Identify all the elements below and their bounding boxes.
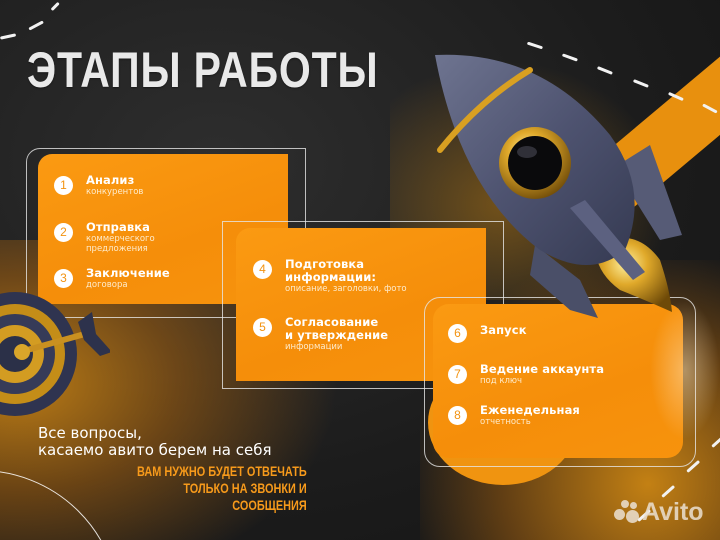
- step-title: Отправка: [86, 220, 151, 234]
- step-subtitle: отчетность: [480, 417, 531, 427]
- step-title: Ведение аккаунта: [480, 362, 605, 376]
- step-number-badge: 1: [54, 176, 73, 195]
- step-7: 7 Ведение аккаунта под ключ: [448, 363, 604, 386]
- step-2: 2 Отправка коммерческого предложения: [54, 221, 155, 254]
- step-title: Анализ: [86, 173, 135, 187]
- step-title: информации:: [285, 270, 377, 284]
- step-8: 8 Еженедельная отчетность: [448, 404, 580, 427]
- avito-logo: Avito: [614, 498, 704, 527]
- avito-wordmark: Avito: [642, 498, 704, 526]
- avito-dots-icon: [614, 499, 640, 526]
- footer-lead-line: касаемо авито берем на себя: [38, 441, 272, 459]
- step-number-badge: 3: [54, 269, 73, 288]
- rocket-smoke: [650, 300, 720, 440]
- step-3: 3 Заключение договора: [54, 267, 170, 290]
- step-number-badge: 4: [253, 260, 272, 279]
- footer-accent-line: ВАМ НУЖНО БУДЕТ ОТВЕЧАТЬ: [136, 463, 307, 479]
- card-3: 6 Запуск 7 Ведение аккаунта под ключ 8 Е…: [433, 304, 683, 458]
- rocket-icon: [435, 54, 682, 318]
- footer-accent: ВАМ НУЖНО БУДЕТ ОТВЕЧАТЬ ТОЛЬКО НА ЗВОНК…: [118, 463, 307, 514]
- step-number-badge: 7: [448, 365, 467, 384]
- step-number-badge: 5: [253, 318, 272, 337]
- step-title: Согласование: [285, 315, 379, 329]
- dartboard-target-icon: [0, 292, 110, 416]
- step-title: Подготовка: [285, 257, 365, 271]
- step-number-badge: 2: [54, 223, 73, 242]
- footer-lead: Все вопросы, касаемо авито берем на себя: [38, 425, 271, 459]
- step-subtitle: коммерческого: [86, 234, 155, 244]
- step-title: Запуск: [480, 323, 527, 337]
- page-title: ЭТАПЫ РАБОТЫ: [27, 42, 379, 98]
- step-subtitle: договора: [86, 280, 128, 290]
- step-subtitle: конкурентов: [86, 187, 144, 197]
- step-subtitle: информации: [285, 342, 343, 352]
- step-title: Заключение: [86, 266, 170, 280]
- footer-accent-line: ТОЛЬКО НА ЗВОНКИ И СООБЩЕНИЯ: [183, 480, 307, 513]
- step-subtitle: описание, заголовки, фото: [285, 284, 407, 294]
- step-number-badge: 8: [448, 406, 467, 425]
- step-4: 4 Подготовка информации: описание, загол…: [253, 258, 407, 294]
- step-number-badge: 6: [448, 324, 467, 343]
- step-5: 5 Согласование и утверждение информации: [253, 316, 388, 352]
- step-subtitle: предложения: [86, 244, 148, 254]
- footer-lead-line: Все вопросы,: [38, 424, 142, 442]
- step-title: и утверждение: [285, 328, 389, 342]
- step-subtitle: под ключ: [480, 376, 523, 386]
- step-title: Еженедельная: [480, 403, 580, 417]
- step-1: 1 Анализ конкурентов: [54, 174, 143, 197]
- step-6: 6 Запуск: [448, 322, 527, 343]
